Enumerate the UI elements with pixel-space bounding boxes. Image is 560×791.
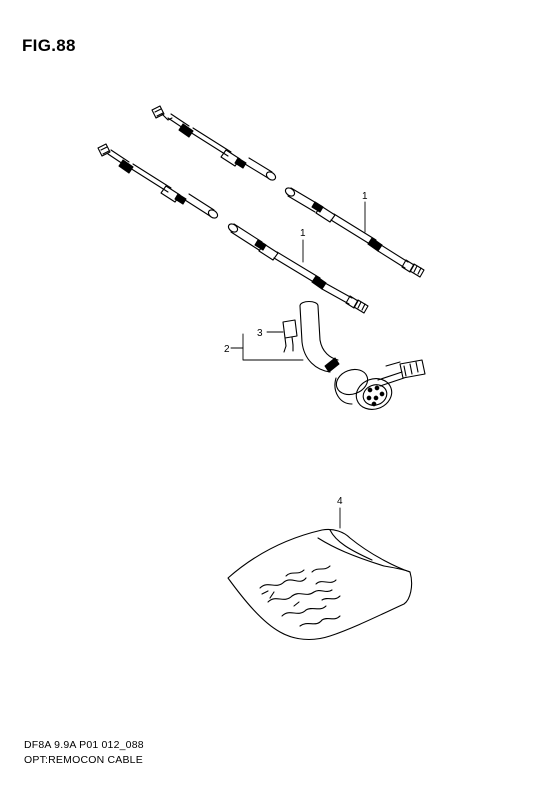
remote-cable-right xyxy=(284,187,425,278)
remote-cable-lower-left xyxy=(97,143,219,219)
parts-bag xyxy=(227,528,413,641)
callout-1-lower: 1 xyxy=(300,228,306,239)
fuse xyxy=(282,319,298,353)
callout-3: 3 xyxy=(257,328,263,339)
figure-caption: OPT:REMOCON CABLE xyxy=(24,754,143,766)
remote-cable-middle xyxy=(227,223,369,314)
figure-title: FIG.88 xyxy=(22,36,76,55)
figure-code: DF8A 9.9A P01 012_088 xyxy=(24,739,144,751)
callout-4: 4 xyxy=(337,496,343,507)
callout-2: 2 xyxy=(224,344,230,355)
leader-lines xyxy=(230,201,366,529)
remote-cable-upper-left xyxy=(151,105,277,181)
callout-1-top: 1 xyxy=(362,191,368,202)
figure-footer: DF8A 9.9A P01 012_088 OPT:REMOCON CABLE xyxy=(24,738,144,768)
wiring-harness-connector xyxy=(299,300,426,410)
